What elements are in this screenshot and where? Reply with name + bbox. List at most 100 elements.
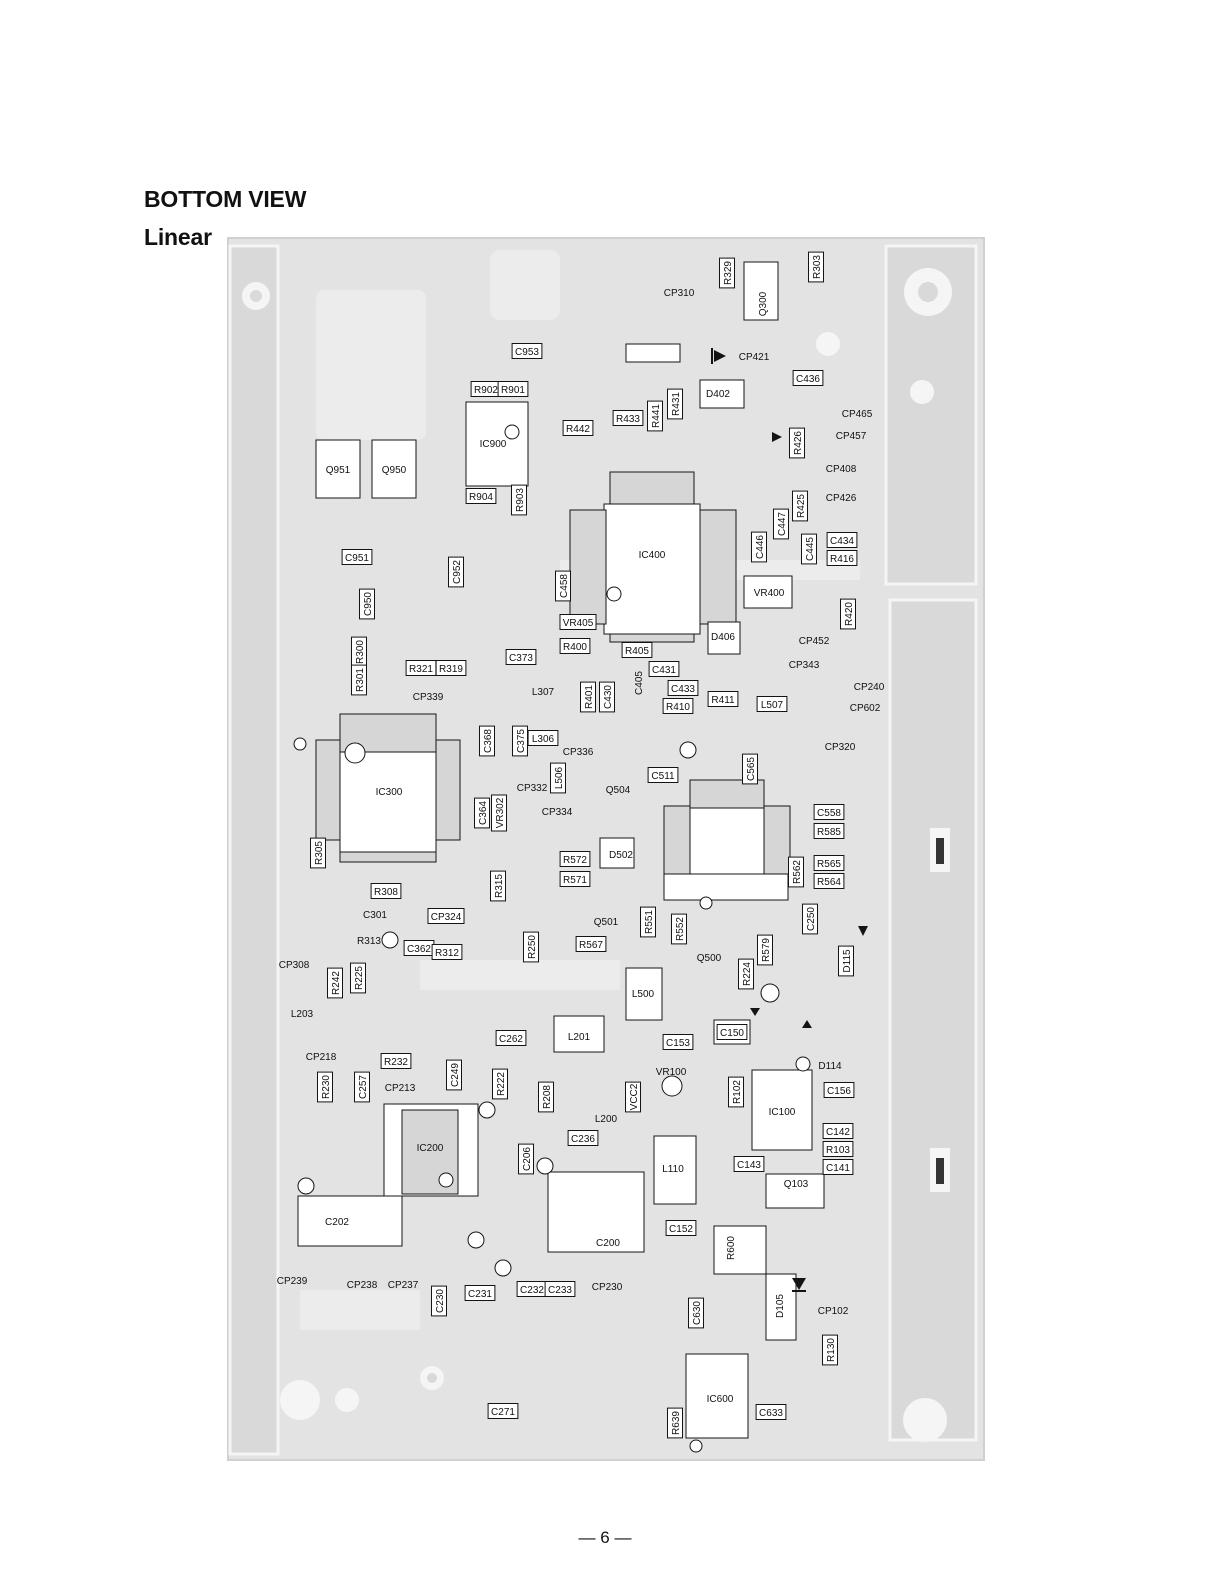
component-label-r312: R312	[431, 944, 463, 960]
svg-text:R303: R303	[812, 255, 823, 279]
svg-text:R308: R308	[374, 887, 398, 898]
component-label-r224: R224	[738, 958, 754, 990]
svg-text:C232: C232	[520, 1285, 544, 1296]
component-label-c953: C953	[511, 343, 543, 359]
component-label-q951: Q951	[326, 465, 351, 476]
component-label-r401: R401	[580, 681, 596, 713]
component-label-r441: R441	[647, 400, 663, 432]
component-label-d114: D114	[818, 1061, 842, 1072]
component-label-cp308: CP308	[279, 960, 310, 971]
component-label-c436: C436	[792, 370, 824, 386]
component-label-r562: R562	[788, 856, 804, 888]
svg-text:R572: R572	[563, 855, 587, 866]
component-label-c373: C373	[505, 649, 537, 665]
component-label-ic100: IC100	[769, 1107, 796, 1118]
svg-text:CP332: CP332	[517, 783, 548, 794]
svg-text:R904: R904	[469, 492, 493, 503]
component-label-l307: L307	[532, 687, 555, 698]
component-label-r400: R400	[559, 638, 591, 654]
component-label-r222: R222	[492, 1068, 508, 1100]
component-label-r551: R551	[640, 906, 656, 938]
svg-text:R242: R242	[331, 971, 342, 995]
component-label-r329: R329	[719, 257, 735, 289]
section-title: BOTTOM VIEW	[144, 186, 307, 212]
component-label-l110: L110	[662, 1164, 684, 1175]
component-label-r903: R903	[511, 484, 527, 516]
svg-text:C458: C458	[559, 574, 570, 598]
component-label-r313: R313	[357, 936, 381, 947]
svg-text:R103: R103	[826, 1145, 850, 1156]
svg-text:C156: C156	[827, 1086, 851, 1097]
svg-text:CP213: CP213	[385, 1083, 416, 1094]
svg-text:CP310: CP310	[664, 288, 695, 299]
component-label-r902: R902	[470, 381, 502, 397]
svg-text:C952: C952	[452, 560, 463, 584]
component-label-c236: C236	[567, 1130, 599, 1146]
svg-text:R416: R416	[830, 554, 854, 565]
svg-text:D402: D402	[706, 389, 730, 400]
svg-text:Q950: Q950	[382, 465, 407, 476]
component-label-r405: R405	[621, 642, 653, 658]
svg-text:C373: C373	[509, 653, 533, 664]
svg-text:R232: R232	[384, 1057, 408, 1068]
component-label-c368: C368	[479, 725, 495, 757]
component-label-r600: R600	[726, 1236, 737, 1260]
component-label-c362: C362	[403, 940, 435, 956]
component-label-r904: R904	[465, 488, 497, 504]
svg-text:CP465: CP465	[842, 409, 873, 420]
svg-text:CP230: CP230	[592, 1282, 623, 1293]
svg-text:C143: C143	[737, 1160, 761, 1171]
component-label-d402: D402	[706, 389, 730, 400]
component-label-c143: C143	[733, 1156, 765, 1172]
component-label-r901: R901	[497, 381, 529, 397]
svg-text:R442: R442	[566, 424, 590, 435]
component-label-c458: C458	[555, 570, 571, 602]
component-label-cp426: CP426	[826, 493, 857, 504]
component-label-r425: R425	[792, 490, 808, 522]
component-label-r433: R433	[612, 410, 644, 426]
component-label-c271: C271	[487, 1403, 519, 1419]
component-label-c233: C233	[544, 1281, 576, 1297]
component-label-cp457: CP457	[836, 431, 867, 442]
svg-text:CP408: CP408	[826, 464, 857, 475]
svg-text:CP602: CP602	[850, 703, 881, 714]
component-label-vr400: VR400	[754, 588, 785, 599]
component-label-c364: C364	[474, 797, 490, 829]
svg-text:CP426: CP426	[826, 493, 857, 504]
svg-text:C558: C558	[817, 808, 841, 819]
svg-text:VR302: VR302	[495, 797, 506, 828]
svg-text:C249: C249	[450, 1063, 461, 1087]
svg-text:R222: R222	[496, 1072, 507, 1096]
component-label-r315: R315	[490, 870, 506, 902]
component-label-r420: R420	[840, 598, 856, 630]
component-label-cp324: CP324	[427, 908, 465, 924]
component-label-vcc2: VCC2	[625, 1081, 641, 1113]
svg-text:L200: L200	[595, 1114, 618, 1125]
svg-text:R571: R571	[563, 875, 587, 886]
svg-text:R300: R300	[355, 640, 366, 664]
component-label-c951: C951	[341, 549, 373, 565]
svg-text:C236: C236	[571, 1134, 595, 1145]
component-label-cp421: CP421	[739, 352, 770, 363]
svg-text:Q951: Q951	[326, 465, 351, 476]
svg-text:C233: C233	[548, 1285, 572, 1296]
component-label-r319: R319	[435, 660, 467, 676]
component-label-c231: C231	[464, 1285, 496, 1301]
svg-text:C950: C950	[363, 592, 374, 616]
component-label-c152: C152	[665, 1220, 697, 1236]
component-label-cp240: CP240	[854, 682, 885, 693]
component-label-ic600: IC600	[707, 1394, 734, 1405]
component-label-cp339: CP339	[413, 692, 444, 703]
svg-text:C362: C362	[407, 944, 431, 955]
component-label-c375: C375	[512, 725, 528, 757]
component-label-r579: R579	[757, 934, 773, 966]
component-label-r301: R301	[351, 664, 367, 696]
svg-text:CP334: CP334	[542, 807, 573, 818]
svg-text:R312: R312	[435, 948, 459, 959]
component-label-r552: R552	[671, 913, 687, 945]
svg-text:R250: R250	[527, 935, 538, 959]
svg-text:Q103: Q103	[784, 1179, 809, 1190]
component-label-r565: R565	[813, 855, 845, 871]
svg-text:R305: R305	[314, 841, 325, 865]
